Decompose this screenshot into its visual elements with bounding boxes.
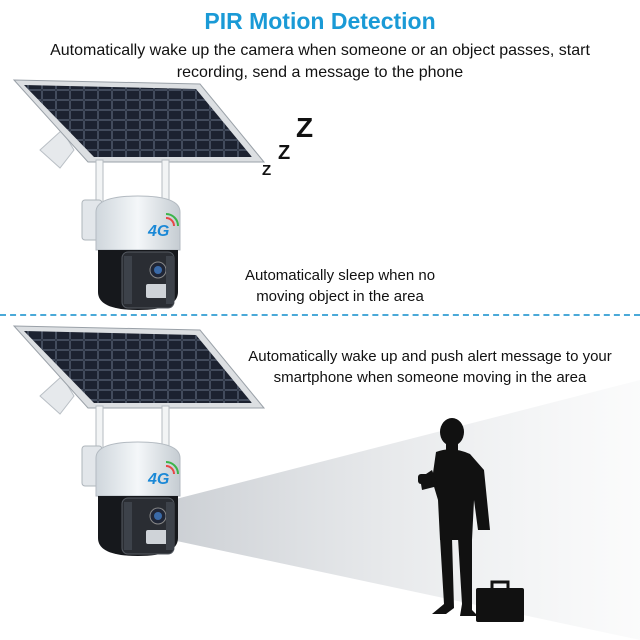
bottom-pole-left [95, 405, 104, 451]
top-pir-sensor [146, 284, 170, 298]
top-4g-badge: 4G [147, 223, 169, 240]
page-title: PIR Motion Detection [204, 8, 436, 34]
bottom-camera-housing [95, 441, 181, 497]
bottom-solar-camera: 4G [12, 325, 266, 556]
top-mount-bracket [39, 129, 75, 169]
sleep-note: Automatically sleep when no moving objec… [244, 267, 436, 305]
sleep-z-large: Z [296, 112, 314, 143]
sleep-z-small: Z [262, 162, 272, 179]
bottom-pir-sensor [146, 530, 170, 544]
bottom-mount-bracket [39, 375, 75, 415]
wake-note: Automatically wake up and push alert mes… [248, 348, 612, 386]
bottom-solar-panel-cells [24, 331, 252, 403]
top-pole-right [161, 159, 170, 205]
person-silhouette-icon [418, 418, 490, 616]
briefcase-icon [476, 580, 524, 622]
top-camera-housing [95, 195, 181, 251]
top-solar-panel-cells [24, 85, 252, 157]
top-solar-camera: 4G [12, 79, 266, 310]
top-pole-left [95, 159, 104, 205]
sleep-z-medium: Z [278, 142, 291, 164]
bottom-4g-badge: 4G [147, 471, 169, 488]
section-divider [0, 314, 640, 316]
bottom-pole-right [161, 405, 170, 451]
page-subtitle: Automatically wake up the camera when so… [50, 42, 590, 81]
detection-beam [172, 380, 640, 640]
